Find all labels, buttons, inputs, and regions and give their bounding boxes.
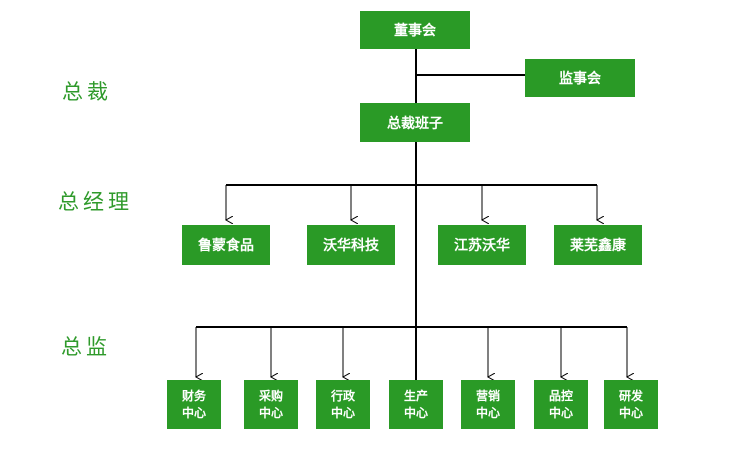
center-line-2: 中心 bbox=[258, 405, 283, 420]
node-president-team: 总裁班子 bbox=[360, 103, 470, 142]
node-center-admin: 行政 中心 bbox=[316, 380, 370, 429]
node-company-jiangsu-wohua: 江苏沃华 bbox=[438, 225, 526, 265]
center-line-2: 中心 bbox=[403, 405, 428, 420]
center-line-2: 中心 bbox=[330, 405, 355, 420]
level-label-general-manager: 总经理 bbox=[58, 190, 133, 214]
center-line-1: 品控 bbox=[548, 388, 573, 403]
level-label-president: 总裁 bbox=[62, 80, 112, 104]
center-line-1: 财务 bbox=[181, 388, 206, 403]
center-line-1: 生产 bbox=[403, 388, 428, 403]
node-center-quality: 品控 中心 bbox=[534, 380, 588, 429]
node-center-production: 生产 中心 bbox=[389, 380, 443, 429]
node-center-marketing: 营销 中心 bbox=[461, 380, 515, 429]
center-line-1: 营销 bbox=[475, 388, 500, 403]
node-center-procurement: 采购 中心 bbox=[244, 380, 298, 429]
center-line-2: 中心 bbox=[181, 405, 206, 420]
center-line-2: 中心 bbox=[618, 405, 643, 420]
node-company-wohua-tech: 沃华科技 bbox=[307, 225, 395, 265]
level-label-director: 总监 bbox=[61, 335, 111, 359]
node-company-laiwu-xinkang: 莱芜鑫康 bbox=[554, 225, 642, 265]
center-line-1: 研发 bbox=[618, 388, 643, 403]
node-board: 董事会 bbox=[360, 11, 470, 49]
center-line-2: 中心 bbox=[475, 405, 500, 420]
center-line-2: 中心 bbox=[548, 405, 573, 420]
node-company-lumeng: 鲁蒙食品 bbox=[182, 225, 270, 265]
center-line-1: 行政 bbox=[330, 388, 355, 403]
node-center-finance: 财务 中心 bbox=[167, 380, 221, 429]
node-supervisory: 监事会 bbox=[525, 59, 635, 97]
center-line-1: 采购 bbox=[258, 388, 283, 403]
node-center-rnd: 研发 中心 bbox=[604, 380, 658, 429]
